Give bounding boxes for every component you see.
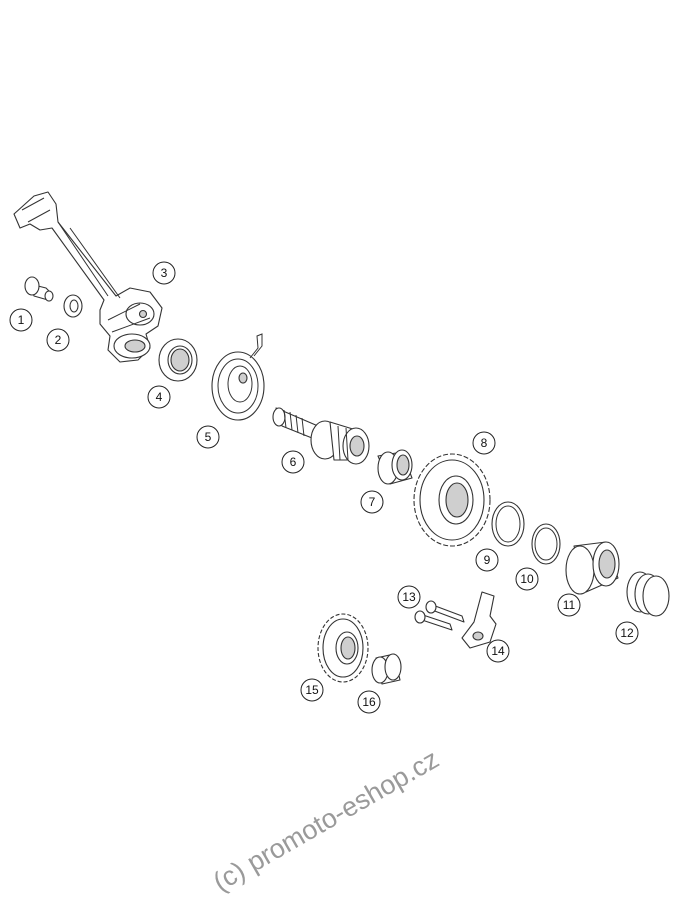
callout-16: 16: [357, 690, 381, 714]
ratchet-spring: [626, 571, 670, 617]
kick-starter-shaft: [272, 407, 370, 465]
svg-text:7: 7: [369, 495, 376, 509]
callout-2: 2: [46, 328, 70, 352]
kick-starter-lever: [13, 191, 163, 363]
svg-text:5: 5: [205, 430, 212, 444]
intermediate-bushing: [371, 653, 402, 685]
circlip-small: [531, 523, 561, 565]
callout-5: 5: [196, 425, 220, 449]
svg-text:10: 10: [520, 572, 534, 586]
callout-15: 15: [300, 678, 324, 702]
callout-13: 13: [397, 585, 421, 609]
svg-text:4: 4: [156, 390, 163, 404]
callout-12: 12: [615, 621, 639, 645]
callout-11: 11: [557, 593, 581, 617]
callout-3: 3: [152, 261, 176, 285]
kick-starter-spring: [211, 333, 265, 421]
callout-9: 9: [475, 548, 499, 572]
svg-text:14: 14: [491, 644, 505, 658]
circlip-large: [491, 501, 525, 547]
svg-text:2: 2: [55, 333, 62, 347]
callout-8: 8: [472, 431, 496, 455]
callout-4: 4: [147, 385, 171, 409]
svg-text:3: 3: [161, 266, 168, 280]
callout-10: 10: [515, 567, 539, 591]
svg-text:16: 16: [362, 695, 376, 709]
callout-1: 1: [9, 308, 33, 332]
svg-text:15: 15: [305, 683, 319, 697]
watermark-text: (c) promoto-eshop.cz: [208, 744, 444, 898]
ratchet-guide-plate: [461, 591, 497, 649]
bushing-ring: [158, 338, 198, 382]
washer: [63, 294, 83, 318]
screws: [414, 600, 465, 631]
callout-14: 14: [486, 639, 510, 663]
svg-text:13: 13: [402, 590, 416, 604]
svg-text:9: 9: [484, 553, 491, 567]
svg-text:11: 11: [563, 598, 576, 612]
svg-text:6: 6: [290, 455, 297, 469]
callout-7: 7: [360, 490, 384, 514]
kick-starter-gear: [413, 453, 491, 547]
callout-6: 6: [281, 450, 305, 474]
svg-text:12: 12: [620, 626, 634, 640]
sleeve-bushing: [377, 449, 413, 485]
svg-text:1: 1: [18, 313, 25, 327]
intermediate-gear: [317, 613, 369, 683]
ratchet-gear: [565, 541, 620, 595]
svg-text:8: 8: [481, 436, 488, 450]
lever-bolt: [24, 276, 54, 302]
